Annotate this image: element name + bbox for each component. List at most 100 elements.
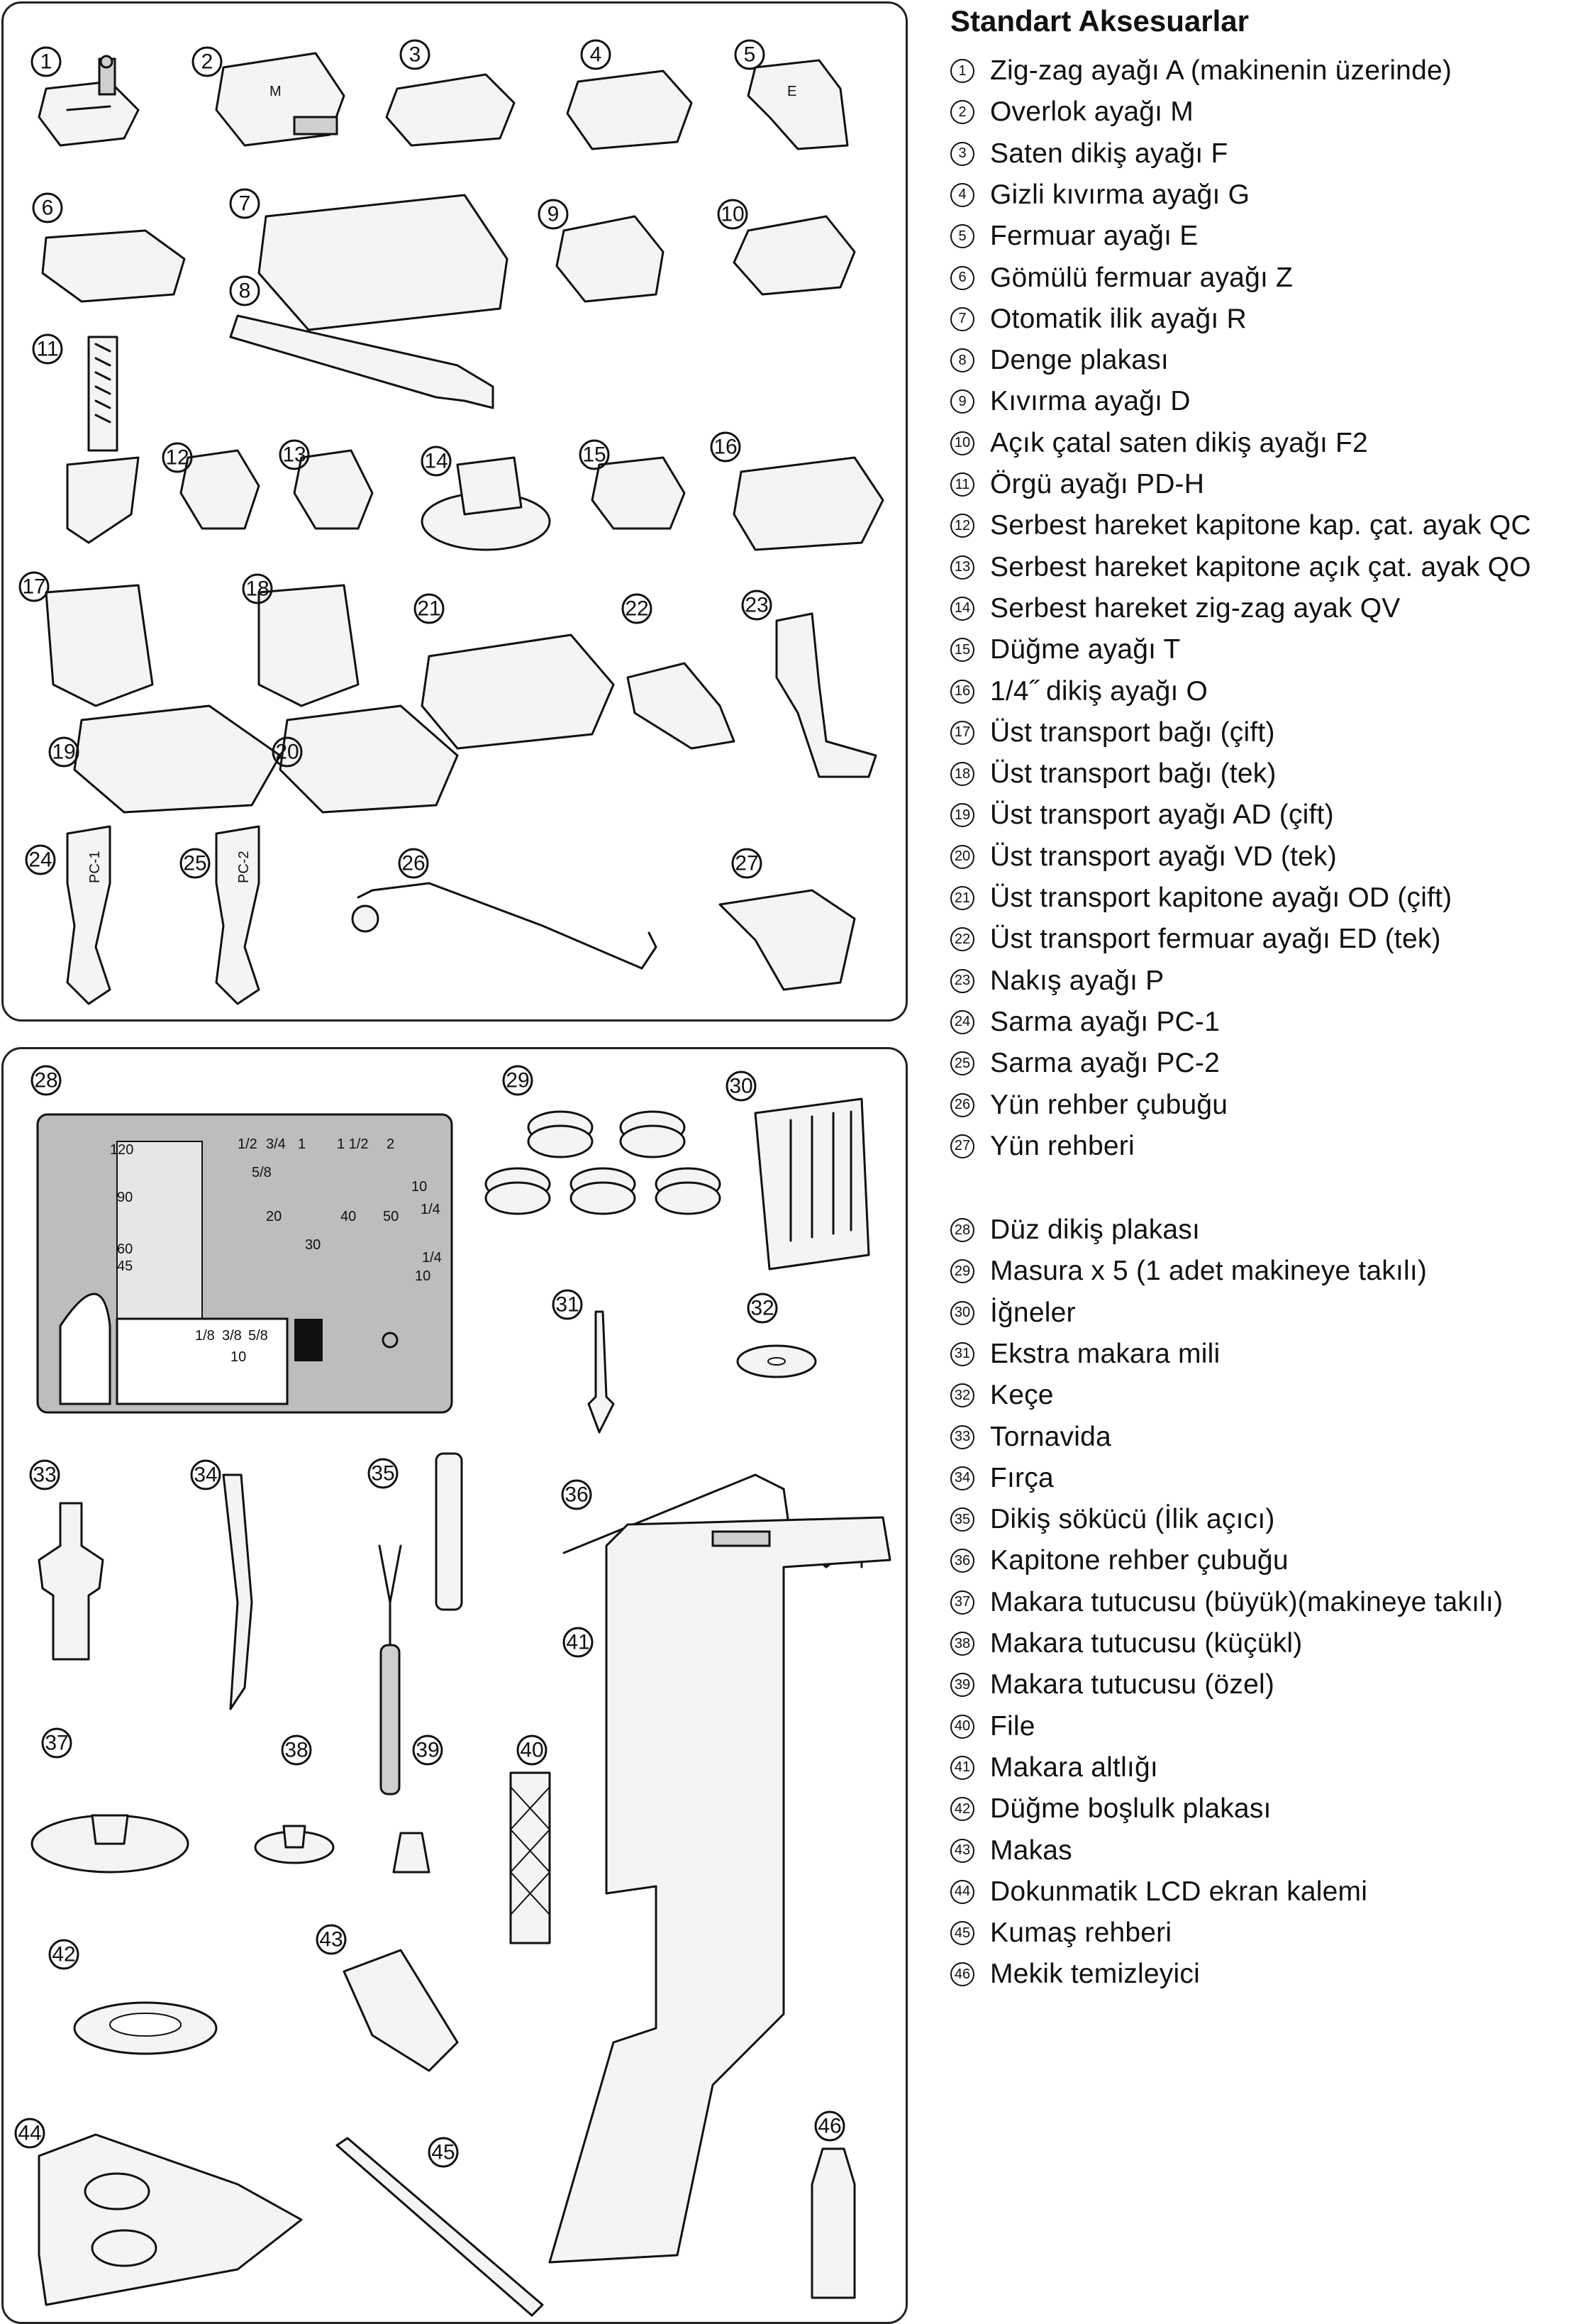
net-illustration (509, 1771, 551, 1944)
spool-holder-small-illustration (254, 1825, 335, 1864)
item-label: Gizli kıvırma ayağı G (990, 179, 1250, 210)
item-label: Kumaş rehberi (990, 1918, 1172, 1949)
callout-number-text: 46 (818, 2115, 841, 2138)
plate-label: 120 (110, 1142, 133, 1158)
callout-number-text: 22 (625, 597, 648, 621)
callout-number-text: 2 (201, 50, 213, 74)
callout-number: 17 (18, 571, 50, 602)
callout-number: 46 (814, 2110, 845, 2142)
satin-foot-f-illustration (385, 73, 516, 147)
item-number-badge: 12 (950, 514, 974, 538)
plate-label: 1/8 (195, 1328, 215, 1344)
plate-label: 30 (305, 1237, 321, 1253)
callout-number-text: 26 (401, 852, 425, 875)
quilting-foot-qo-illustration (293, 449, 374, 530)
callout-number-text: 9 (548, 203, 560, 226)
item-label: Kıvırma ayağı D (990, 386, 1191, 417)
dual-feed-quilting-foot-od-illustration (421, 633, 615, 750)
item-label: Overlok ayağı M (990, 96, 1194, 128)
rolled-hem-foot-d-illustration (555, 215, 665, 303)
item-number-badge: 14 (950, 596, 974, 621)
item-label: Açık çatal saten dikiş ayağı F2 (990, 427, 1368, 458)
callout-number: 36 (561, 1479, 592, 1510)
item-label: Makara altlığı (990, 1752, 1158, 1783)
item-number-badge: 24 (950, 1009, 974, 1034)
item-number-badge: 22 (950, 927, 974, 952)
item-label: Üst transport ayağı AD (çift) (990, 799, 1334, 831)
item-label: Keçe (990, 1380, 1054, 1411)
plate-label: 50 (383, 1209, 399, 1224)
item-number-badge: 5 (950, 224, 974, 249)
item-number-badge: 45 (950, 1921, 974, 1946)
bobbins-illustration (484, 1110, 721, 1215)
item-number-badge: 31 (950, 1341, 974, 1366)
item-number-badge: 18 (950, 762, 974, 787)
callout-number: 38 (281, 1734, 312, 1766)
item-number-badge: 32 (950, 1383, 974, 1408)
item-number-badge: 9 (950, 389, 974, 414)
callout-number-text: 14 (424, 450, 448, 473)
item-label: Örgü ayağı PD-H (990, 469, 1205, 499)
callout-number-text: 5 (744, 43, 756, 67)
plate-scale-text: 120 90 60 45 1/2 3/4 1 1 1/2 2 5/8 20 40… (110, 1136, 442, 1365)
wrap-foot-pc2-illustration: PC-2 (215, 825, 260, 1005)
plate-label: 10 (411, 1179, 427, 1195)
item-number-badge: 3 (950, 141, 974, 166)
plate-label: 40 (340, 1209, 356, 1224)
list-item: 32 Keçe (950, 1376, 1054, 1415)
callout-number-text: 13 (282, 443, 306, 467)
item-label: Zig-zag ayağı A (makinenin üzerinde) (990, 55, 1452, 86)
callout-number-text: 6 (42, 197, 54, 220)
item-label: İğneler (990, 1297, 1076, 1328)
callout-number-text: 37 (45, 1732, 68, 1755)
item-label: File (990, 1710, 1035, 1742)
wrap-foot-label-1: PC-1 (87, 851, 103, 883)
scissors-illustration (38, 2133, 303, 2306)
callout-number: 31 (552, 1289, 583, 1320)
callout-number: 5 (734, 39, 765, 70)
plate-label: 3/8 (222, 1328, 242, 1344)
item-number-badge: 38 (950, 1632, 974, 1656)
callout-number: 3 (399, 39, 430, 70)
callout-number: 19 (48, 736, 79, 768)
item-number-badge: 46 (950, 1962, 974, 1987)
item-label: Yün rehber çubuğu (990, 1089, 1228, 1120)
blind-hem-foot-g-illustration (566, 70, 693, 150)
overlock-foot-m-illustration: M (215, 52, 345, 147)
item-number-badge: 8 (950, 348, 974, 373)
item-number-badge: 1 (950, 59, 974, 83)
callout-number-text: 43 (319, 1928, 343, 1952)
callout-number: 42 (48, 1939, 79, 1970)
quilting-foot-qv-illustration (421, 456, 551, 551)
quilting-foot-qc-illustration (179, 449, 260, 530)
item-number-badge: 13 (950, 555, 974, 580)
item-number-badge: 7 (950, 306, 974, 331)
item-label: Makara tutucusu (özel) (990, 1669, 1275, 1700)
zipper-foot-e-illustration: E (747, 59, 849, 150)
wrap-foot-pc1-illustration: PC-1 (66, 825, 111, 1005)
item-label: Kapitone rehber çubuğu (990, 1545, 1289, 1576)
callout-number: 7 (229, 188, 260, 219)
callout-number-text: 32 (750, 1297, 774, 1320)
callout-number-text: 16 (713, 436, 737, 459)
plate-label: 5/8 (252, 1165, 272, 1180)
item-number-badge: 6 (950, 265, 974, 290)
item-number-badge: 30 (950, 1300, 974, 1325)
item-number-badge: 15 (950, 638, 974, 663)
